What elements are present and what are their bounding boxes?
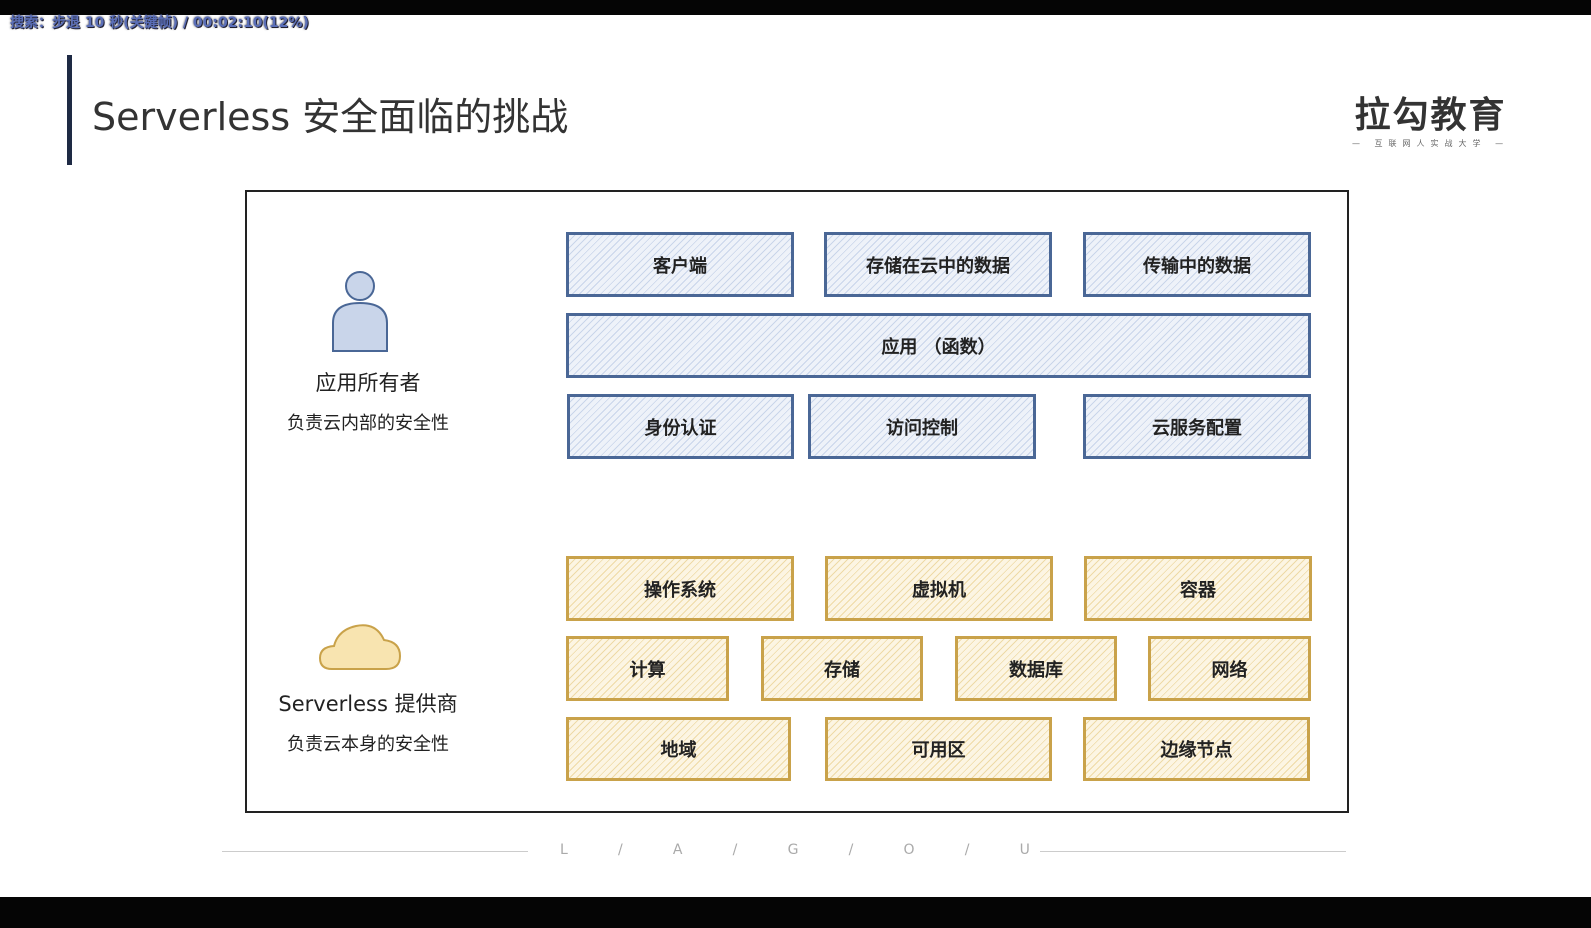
provider-title: Serverless 提供商 xyxy=(278,692,458,716)
box-client: 客户端 xyxy=(566,232,794,297)
box-edge-node: 边缘节点 xyxy=(1083,717,1310,781)
box-authentication: 身份认证 xyxy=(567,394,794,459)
title-accent-bar xyxy=(67,55,72,165)
box-os: 操作系统 xyxy=(566,556,794,621)
player-top-bar xyxy=(0,0,1591,15)
box-database: 数据库 xyxy=(955,636,1117,701)
box-storage: 存储 xyxy=(761,636,923,701)
box-access-control: 访问控制 xyxy=(808,394,1036,459)
footer-divider-left xyxy=(222,851,528,852)
player-status-overlay: 搜索：步退 10 秒(关键帧) / 00:02:10(12%) xyxy=(10,15,309,31)
box-application: 应用 （函数） xyxy=(566,313,1311,378)
box-network: 网络 xyxy=(1148,636,1311,701)
cloud-icon xyxy=(318,624,402,670)
box-transit-data: 传输中的数据 xyxy=(1083,232,1311,297)
box-availability-zone: 可用区 xyxy=(825,717,1052,781)
box-container: 容器 xyxy=(1084,556,1312,621)
user-icon xyxy=(332,271,388,352)
box-region: 地域 xyxy=(566,717,791,781)
box-cloud-data: 存储在云中的数据 xyxy=(824,232,1052,297)
box-cloud-config: 云服务配置 xyxy=(1083,394,1311,459)
slide-title: Serverless 安全面临的挑战 xyxy=(92,95,569,139)
box-vm: 虚拟机 xyxy=(825,556,1053,621)
owner-desc: 负责云内部的安全性 xyxy=(287,413,449,434)
player-bottom-bar xyxy=(0,897,1591,928)
owner-title: 应用所有者 xyxy=(315,371,421,395)
provider-desc: 负责云本身的安全性 xyxy=(287,734,449,755)
diagram-frame xyxy=(245,190,1349,813)
owner-role: 应用所有者 负责云内部的安全性 xyxy=(258,367,478,435)
logo: 拉勾教育 — 互联网人实战大学 — xyxy=(1352,86,1509,149)
logo-text: 拉勾教育 xyxy=(1354,95,1507,136)
footer-divider-right xyxy=(1040,851,1346,852)
footer-brand: L/A/G/O/U xyxy=(560,842,1030,858)
box-compute: 计算 xyxy=(566,636,729,701)
provider-role: Serverless 提供商 负责云本身的安全性 xyxy=(258,688,478,756)
logo-subtitle: — 互联网人实战大学 — xyxy=(1352,139,1510,148)
